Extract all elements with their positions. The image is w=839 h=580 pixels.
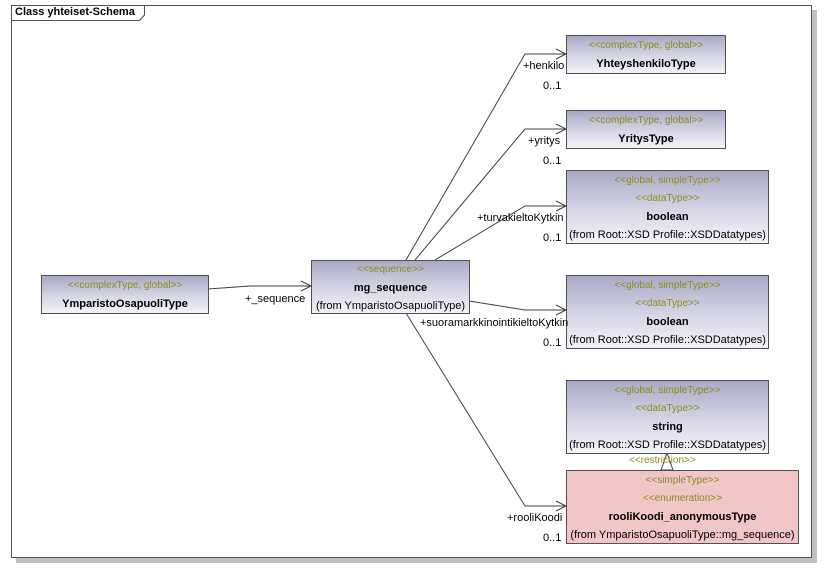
enumeration-roolikoodi-anonymous-type[interactable]: <<simpleType>> <<enumeration>> rooliKood… (566, 470, 799, 544)
role-label-roolikoodi: +rooliKoodi (507, 512, 563, 524)
stereotype-label: <<complexType, global>> (67, 280, 183, 291)
stereotype-label: <<global, simpleType>> (614, 385, 721, 396)
class-name: mg_sequence (353, 282, 428, 294)
edge-henkilo (405, 53, 566, 261)
class-yhteyshenkilo-type[interactable]: <<complexType, global>> YhteyshenkiloTyp… (566, 35, 726, 74)
class-name: YhteyshenkiloType (596, 58, 696, 70)
role-label-sequence: +_sequence (245, 293, 306, 305)
stereotype-label-2: <<dataType>> (635, 298, 700, 309)
multiplicity-turvakielto: 0..1 (543, 232, 562, 244)
class-name: boolean (646, 211, 689, 223)
stereotype-label: <<global, simpleType>> (614, 280, 721, 291)
stereotype-label-2: <<enumeration>> (643, 493, 722, 504)
datatype-boolean-1[interactable]: <<global, simpleType>> <<dataType>> bool… (566, 170, 769, 244)
class-name: boolean (646, 316, 689, 328)
stereotype-label: <<global, simpleType>> (614, 175, 721, 186)
edge-roolikoodi (405, 312, 566, 507)
datatype-string[interactable]: <<global, simpleType>> <<dataType>> stri… (566, 380, 769, 454)
stereotype-label: <<simpleType>> (645, 475, 720, 486)
edge-suoramarkkinointi (468, 300, 566, 311)
stereotype-label: <<sequence>> (357, 264, 424, 275)
from-label: (from YmparistoOsapuoliType) (316, 300, 465, 312)
from-label: (from Root::XSD Profile::XSDDatatypes) (569, 334, 766, 346)
class-name: rooliKoodi_anonymousType (608, 511, 757, 523)
from-label: (from Root::XSD Profile::XSDDatatypes) (569, 229, 766, 241)
class-ymparisto-osapuoli-type[interactable]: <<complexType, global>> YmparistoOsapuol… (41, 275, 209, 314)
multiplicity-henkilo: 0..1 (543, 80, 562, 92)
restriction-stereotype-label: <<restriction>> (629, 455, 696, 466)
stereotype-label: <<complexType, global>> (588, 40, 704, 51)
class-name: YritysType (618, 133, 674, 145)
diagram-title: Class yhteiset-Schema (15, 6, 135, 18)
edge-turvakielto (434, 205, 566, 261)
role-label-yritys: +yritys (528, 135, 561, 147)
role-label-turvakielto: +turvakieltoKytkin (477, 212, 564, 224)
multiplicity-suoramarkkinointi: 0..1 (543, 337, 562, 349)
datatype-boolean-2[interactable]: <<global, simpleType>> <<dataType>> bool… (566, 275, 769, 349)
role-label-suoramarkkinointi: +suoramarkkinointikieltoKytkin (420, 317, 569, 329)
stereotype-label-2: <<dataType>> (635, 193, 700, 204)
from-label: (from YmparistoOsapuoliType::mg_sequence… (570, 529, 795, 541)
role-label-henkilo: +henkilo (523, 60, 565, 72)
stereotype-label-2: <<dataType>> (635, 403, 700, 414)
multiplicity-yritys: 0..1 (543, 155, 562, 167)
edge-yritys (414, 128, 566, 261)
title-tab-shape (11, 5, 145, 21)
class-mg-sequence[interactable]: <<sequence>> mg_sequence (from Ymparisto… (311, 260, 470, 314)
multiplicity-roolikoodi: 0..1 (543, 532, 562, 544)
stereotype-label: <<complexType, global>> (588, 115, 704, 126)
edge-sequence (207, 285, 311, 290)
from-label: (from Root::XSD Profile::XSDDatatypes) (569, 439, 766, 451)
class-yritys-type[interactable]: <<complexType, global>> YritysType (566, 110, 726, 149)
class-name: string (652, 421, 683, 433)
class-name: YmparistoOsapuoliType (62, 298, 188, 310)
